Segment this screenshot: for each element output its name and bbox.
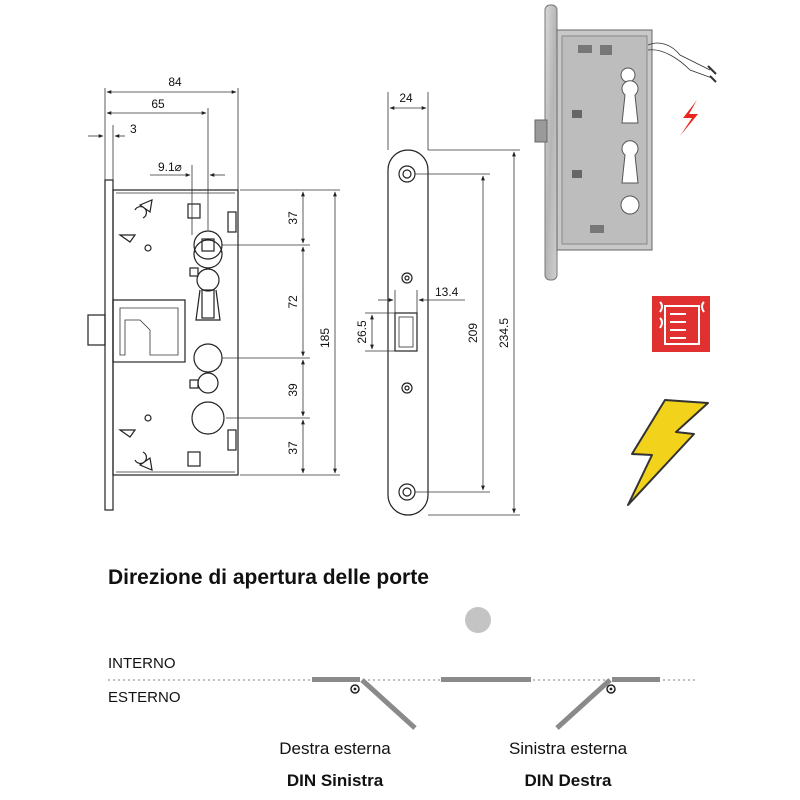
electric-arrow-icon [680, 100, 698, 136]
dim-234-5: 234.5 [497, 318, 511, 348]
bottom-lever [134, 451, 153, 471]
lock-photo-icon [534, 4, 717, 281]
dim-9-1: 9.1⌀ [158, 160, 182, 174]
dim-185: 185 [318, 328, 332, 348]
dim-84: 84 [168, 75, 182, 89]
dim-37-top: 37 [286, 211, 300, 225]
right-door-name: Sinistra esterna [509, 739, 628, 758]
left-door-din: DIN Sinistra [287, 771, 384, 790]
faceplate-strip [387, 149, 429, 516]
dim-39: 39 [286, 383, 300, 397]
keyhole-upper [193, 239, 223, 321]
interno-label: INTERNO [108, 655, 176, 672]
lightning-bolt-icon [627, 399, 709, 506]
latch-bolt [87, 314, 106, 346]
top-lever [134, 199, 153, 219]
latch-mechanism [112, 299, 186, 363]
dim-13-4: 13.4 [435, 285, 459, 299]
spindle-hub [193, 230, 223, 260]
faceplate-side-view: 24 13.4 26.5 209 234.5 [355, 91, 520, 516]
dim-37-bottom: 37 [286, 441, 300, 455]
esterno-label: ESTERNO [108, 689, 181, 706]
cylinder-hole-lower [191, 401, 225, 435]
door-direction-section: Direzione di apertura delle porte INTERN… [108, 566, 695, 790]
door-diagram-right [555, 677, 660, 730]
lock-body [112, 189, 239, 476]
left-door-name: Destra esterna [279, 739, 391, 758]
gray-dot [465, 607, 491, 633]
closed-door-leaf [441, 677, 531, 682]
dim-24: 24 [399, 91, 413, 105]
dim-209: 209 [466, 323, 480, 343]
latch-face [394, 312, 418, 352]
section-heading: Direzione di apertura delle porte [108, 566, 429, 589]
dim-3: 3 [130, 122, 137, 136]
fire-door-icon [652, 296, 710, 352]
faceplate [104, 179, 114, 511]
dim-72: 72 [286, 295, 300, 309]
cylinder-hole-upper [193, 343, 223, 373]
dim-26-5: 26.5 [355, 320, 369, 344]
dim-65: 65 [151, 97, 165, 111]
square-spindle [201, 238, 215, 252]
door-diagram-left [312, 677, 417, 730]
lock-front-view: 84 65 3 9.1⌀ 37 72 39 37 185 [87, 75, 340, 511]
right-door-din: DIN Destra [525, 771, 612, 790]
